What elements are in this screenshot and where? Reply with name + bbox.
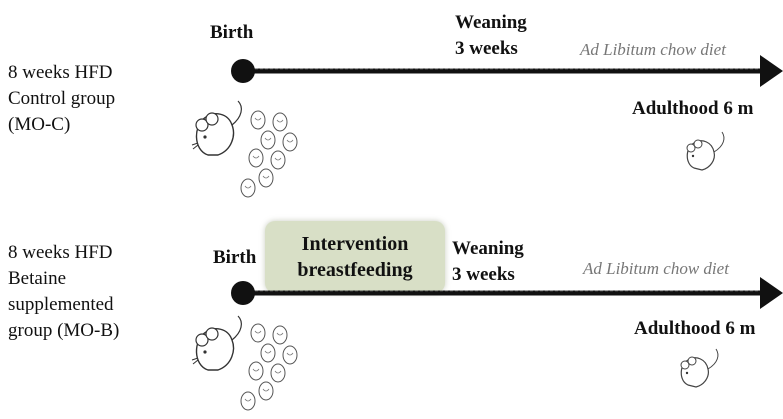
adult-mouse-icon [676, 345, 726, 395]
pups-icon [238, 322, 308, 414]
arrowhead [760, 277, 783, 309]
birth-dot [231, 281, 255, 305]
